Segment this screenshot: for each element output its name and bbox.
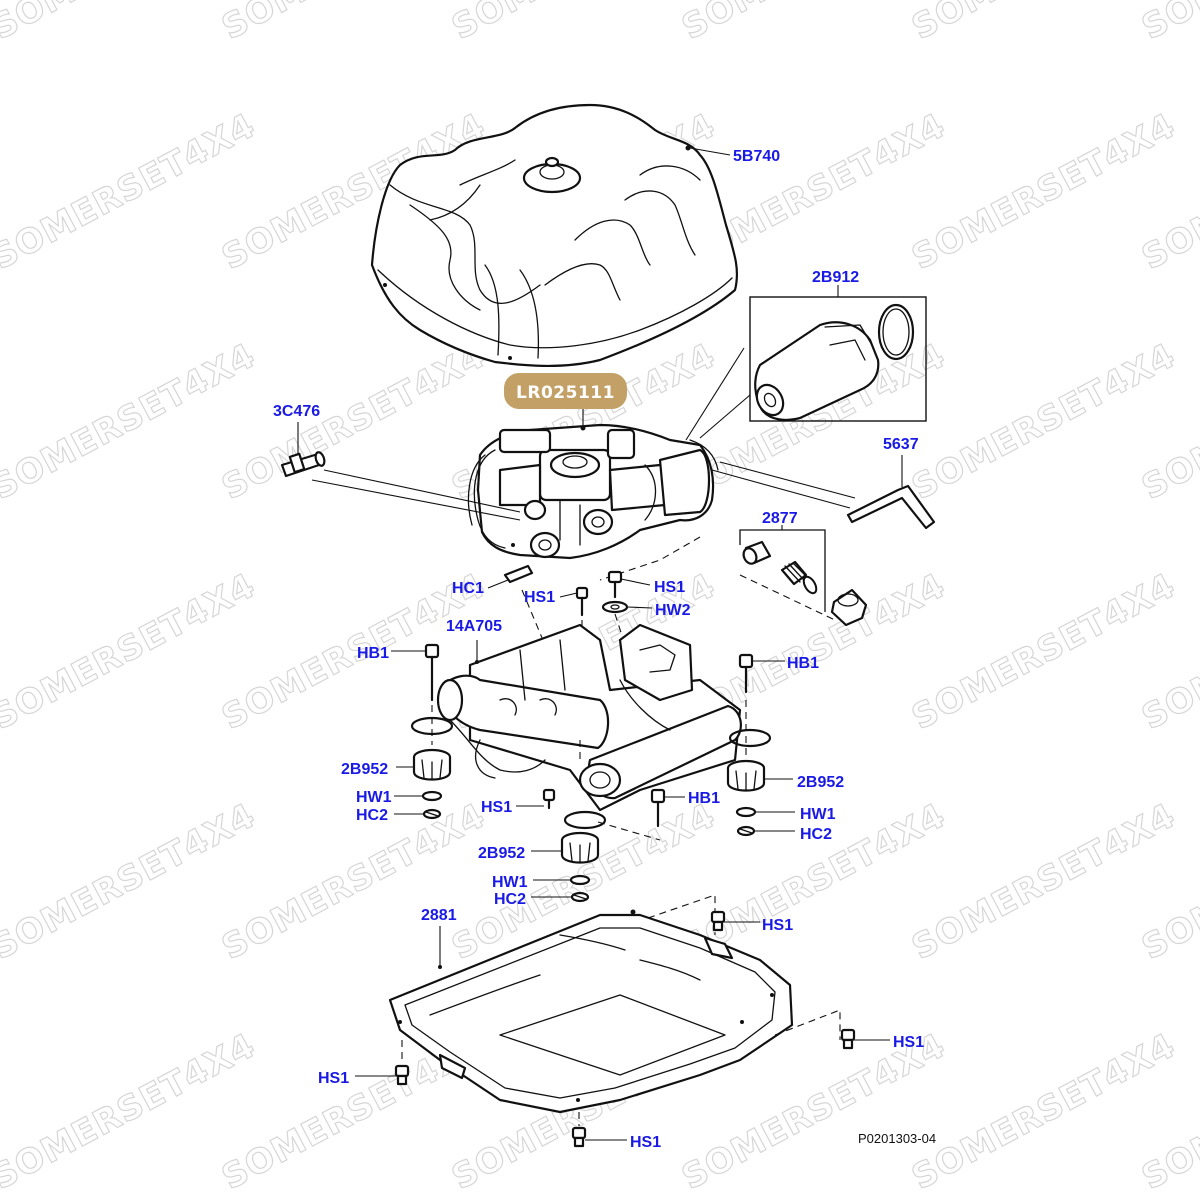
part-number-badge[interactable]: LR025111 [504,373,627,428]
callout-hw2: HW2 [655,602,691,619]
callout-2b952-left: 2B952 [341,761,388,778]
bolt-hs1-tray-right[interactable] [840,1028,890,1050]
bolt-hs1-center[interactable] [516,788,556,810]
clip-hc2-center[interactable] [531,891,590,903]
callout-2881: 2881 [421,907,457,924]
callout-hb1-center: HB1 [688,790,720,807]
part-number-text: LR025111 [516,383,615,403]
clip-hc2-right[interactable] [736,825,795,837]
callout-hw1-left: HW1 [356,789,392,806]
callout-hw1-center: HW1 [492,874,528,891]
rubber-mount-left[interactable] [396,748,452,781]
callout-hc2-right: HC2 [800,826,832,843]
callout-hc2-center: HC2 [494,891,526,908]
callout-2877: 2877 [762,510,798,527]
bolt-hb1-center[interactable] [650,788,685,828]
callout-hw1-right: HW1 [800,806,836,823]
bolt-hs1-tray-left[interactable] [355,1040,410,1086]
washer-hw1-right[interactable] [735,806,795,818]
callout-2b952-right: 2B952 [797,774,844,791]
clip-hc1[interactable] [487,564,546,646]
bolt-hs1-upper-right[interactable] [607,570,651,599]
callout-2b912: 2B912 [812,269,859,286]
callout-14a705: 14A705 [446,618,502,635]
callout-hs1-upper-right: HS1 [654,579,685,596]
bolt-hs1-tray-upper[interactable] [710,910,760,932]
callout-hc2-left: HC2 [356,807,388,824]
bolt-hb1-left[interactable] [391,643,440,745]
washer-hw1-center[interactable] [533,874,591,886]
rubber-mount-right[interactable] [726,759,793,792]
bolt-hb1-right[interactable] [738,653,785,755]
callout-hs1-tray-upper: HS1 [762,917,793,934]
watermark-text: SOMERSET4X4 [1135,0,1200,48]
compressor-assembly[interactable] [467,423,719,560]
washer-hw1-left[interactable] [394,790,443,802]
callout-hb1-right: HB1 [787,655,819,672]
tool-5637[interactable] [711,455,936,530]
callout-hs1-center: HS1 [481,799,512,816]
reservoir-bracket-14a705[interactable] [436,623,742,841]
callout-hs1-tray-left: HS1 [318,1070,349,1087]
rubber-mount-center[interactable] [531,831,600,864]
callout-hs1-tray-right: HS1 [893,1034,924,1051]
fitting-3c476[interactable] [280,422,521,521]
callout-hb1-left: HB1 [357,645,389,662]
cover-5b740[interactable] [370,103,739,368]
tray-2881[interactable] [388,894,841,1114]
callout-hs1-upper-left: HS1 [524,589,555,606]
valve-kit-2877[interactable] [599,525,868,627]
callout-hc1: HC1 [452,580,484,597]
callout-5637: 5637 [883,436,919,453]
callout-2b952-center: 2B952 [478,845,525,862]
bolt-hs1-tray-bottom[interactable] [571,1112,627,1148]
diagram-reference: P0201303-04 [858,1131,936,1146]
callout-5b740: 5B740 [733,148,780,165]
filter-inset-2b912[interactable] [685,285,927,441]
callout-3c476: 3C476 [273,403,320,420]
clip-hc2-left[interactable] [394,808,442,820]
callout-hs1-tray-bottom: HS1 [630,1134,661,1151]
